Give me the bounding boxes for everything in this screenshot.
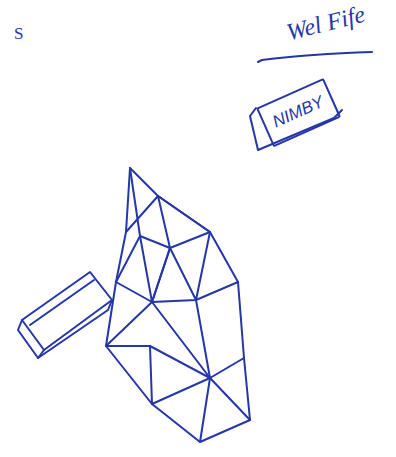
corner-letter: S [14, 24, 23, 44]
box-text: NIMBY [270, 93, 327, 132]
small-box [18, 272, 112, 358]
underline-dot [258, 60, 262, 62]
handwritten-note: Wel Fife [284, 1, 368, 46]
underline [262, 52, 372, 60]
crystal-shape [106, 168, 250, 442]
sketch-box: NIMBY [256, 78, 341, 147]
